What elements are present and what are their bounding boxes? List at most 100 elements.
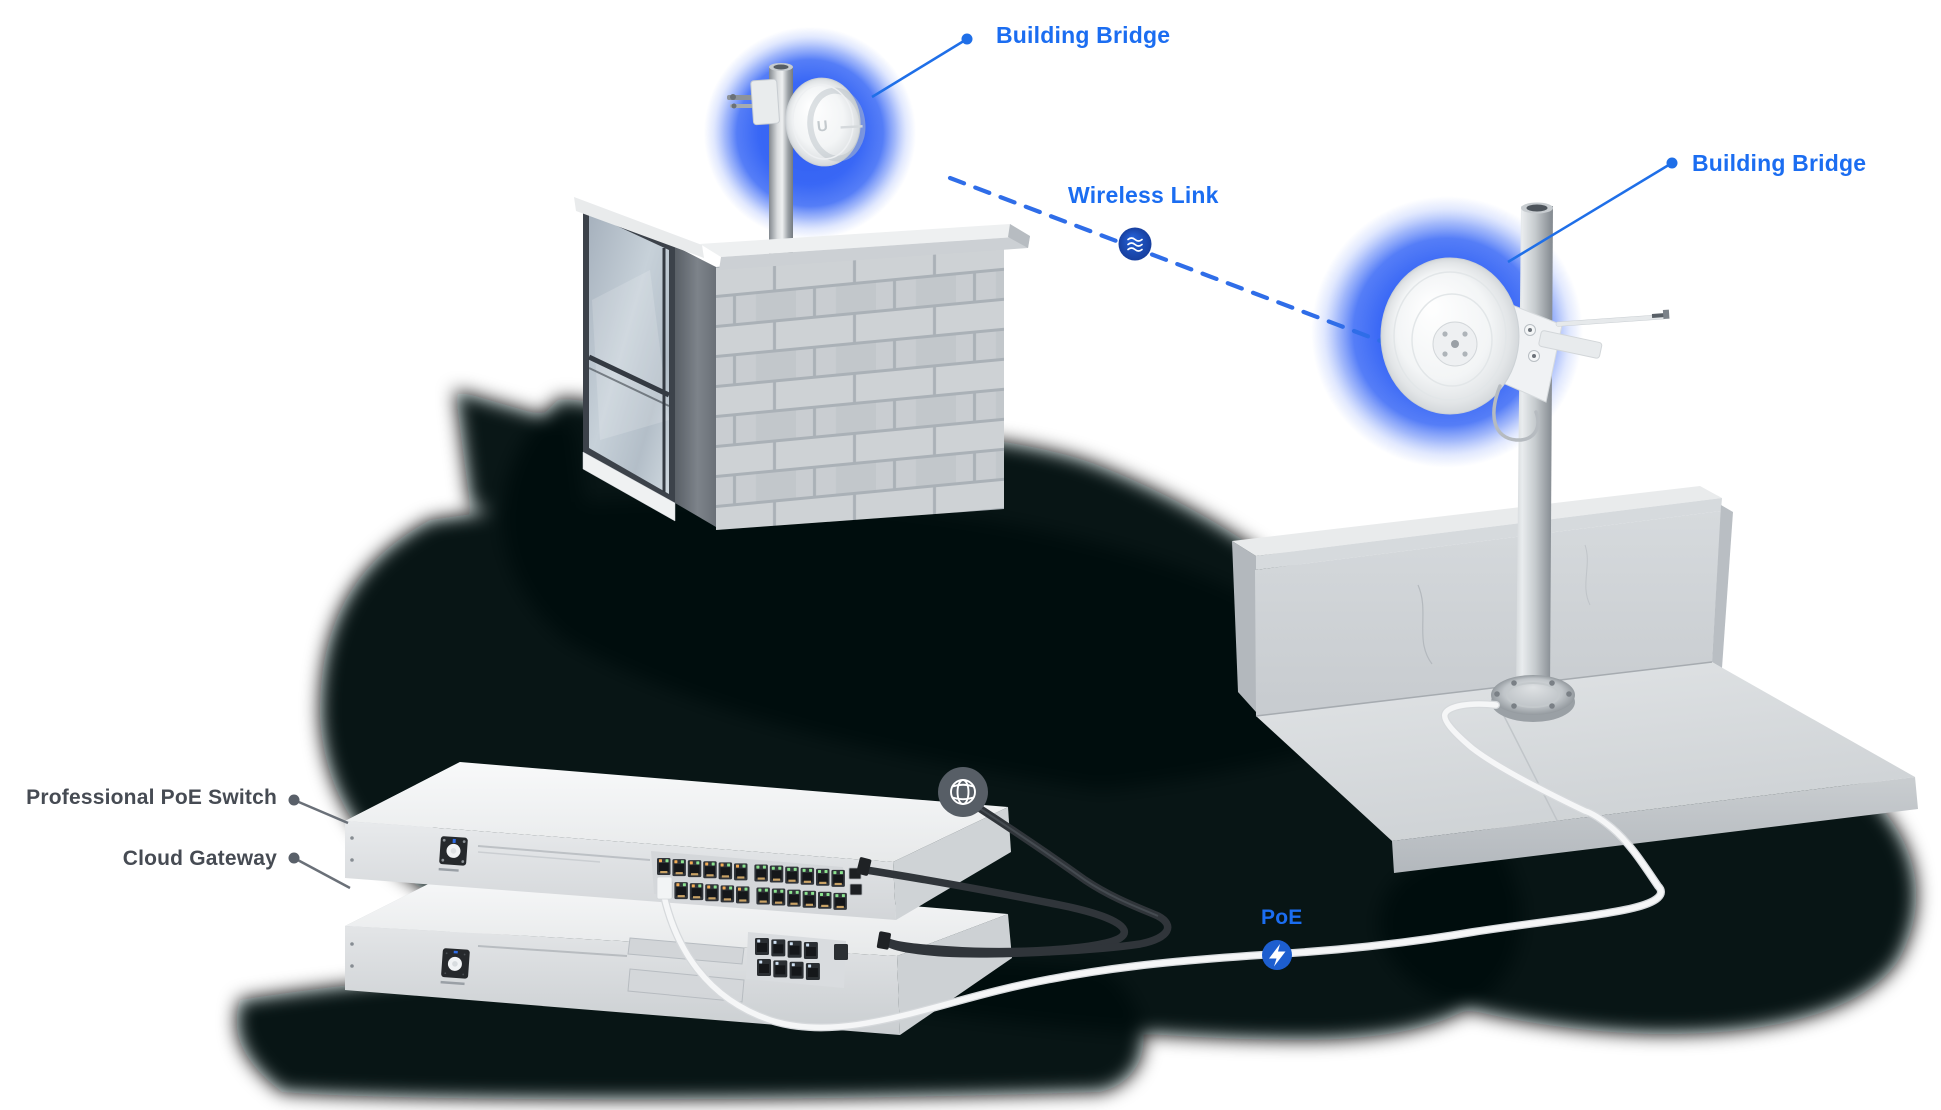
- rj45-port-opening: [705, 866, 715, 876]
- port-led: [756, 865, 760, 869]
- rj45-pins: [721, 875, 729, 878]
- leader-line: [293, 856, 351, 890]
- internet-badge: [938, 767, 988, 817]
- rj45-port-opening: [758, 892, 769, 902]
- device-stack: [345, 762, 1012, 1035]
- port-led: [674, 860, 678, 864]
- brick-wall: [716, 240, 1004, 530]
- port-led: [736, 864, 739, 868]
- rack-screw: [350, 964, 354, 968]
- switch-display-panel: [438, 836, 468, 872]
- parapet-coping-top: [1232, 486, 1722, 556]
- rj45-port-opening: [757, 943, 767, 952]
- poe-badge: [1262, 940, 1292, 970]
- cable-highlight: [975, 805, 1159, 917]
- rj45-port-opening: [791, 966, 802, 976]
- rj45-pins: [723, 898, 731, 901]
- port-led: [791, 963, 795, 967]
- parapet-left-end: [1232, 541, 1256, 712]
- port-led: [758, 888, 762, 892]
- rj45-port-opening: [835, 897, 846, 907]
- rj45-pins: [693, 896, 701, 899]
- bracket-arm: [1538, 330, 1603, 359]
- label-poe: PoE: [1261, 906, 1303, 929]
- port-led: [764, 888, 768, 892]
- rj45-port-opening: [658, 863, 669, 872]
- rj45-port-opening: [689, 865, 700, 875]
- leader-dot: [288, 852, 300, 864]
- roof-top: [1256, 662, 1915, 841]
- port-led: [809, 868, 813, 872]
- port-led: [789, 942, 793, 946]
- glass-sill: [582, 451, 676, 522]
- flange-bolt: [1549, 703, 1555, 709]
- rj45-port-opening: [676, 887, 687, 897]
- port-led: [806, 943, 810, 947]
- port-led: [720, 863, 724, 867]
- port-led: [773, 940, 777, 944]
- rj45-pins: [739, 899, 747, 902]
- hub-bolt: [1442, 351, 1448, 357]
- concrete-crack: [1584, 544, 1591, 606]
- label-wireless-link: Wireless Link: [1068, 182, 1219, 208]
- leader-line: [871, 37, 968, 99]
- switch-caption-bar: [438, 867, 459, 872]
- label-cloud-gateway: Cloud Gateway: [122, 847, 277, 870]
- rj45-port-opening: [802, 872, 813, 882]
- port-led: [722, 886, 726, 890]
- label-building-bridge-left: Building Bridge: [996, 22, 1171, 48]
- leader-lines: [288, 33, 1678, 890]
- left-antenna: U: [727, 63, 866, 258]
- port-led: [833, 871, 837, 875]
- gateway-right-face: [897, 914, 1012, 1035]
- port-led: [696, 861, 700, 865]
- port-led: [691, 884, 695, 888]
- port-led: [759, 960, 763, 964]
- switch-right-face: [893, 807, 1011, 920]
- rj45-port-opening: [735, 868, 746, 878]
- port-led: [804, 891, 808, 895]
- port-led: [793, 867, 797, 871]
- port-led: [824, 870, 828, 873]
- rj45-pins: [805, 903, 813, 906]
- rj45-pins: [708, 897, 716, 900]
- corner-column: [675, 246, 716, 527]
- rj45-port-opening: [789, 945, 800, 955]
- port-led: [738, 887, 741, 891]
- hub-bolt: [1442, 331, 1448, 337]
- gateway-vent: [477, 945, 628, 957]
- rj45-port-opening: [819, 896, 830, 906]
- rack-screw: [350, 836, 354, 840]
- rj45-port-opening: [722, 890, 733, 900]
- port-led: [780, 889, 784, 893]
- port-led: [787, 867, 791, 871]
- label-professional-poe-switch: Professional PoE Switch: [26, 786, 277, 809]
- flange-bolt: [1549, 680, 1555, 686]
- switch-vent: [477, 845, 651, 861]
- port-led: [835, 894, 839, 898]
- wireless-link-badge: [1118, 227, 1152, 261]
- parapet-coping-front: [1255, 498, 1722, 570]
- port-led: [818, 870, 821, 873]
- coping-top: [700, 224, 1030, 257]
- rj45-pins: [821, 904, 829, 907]
- mount-bolt: [730, 94, 736, 100]
- port-led: [711, 862, 715, 866]
- port-led: [808, 964, 812, 968]
- rj45-port-opening: [771, 870, 782, 880]
- brick-wall-shade: [716, 240, 1004, 530]
- rj45-pins: [737, 876, 745, 879]
- parapet-right-end: [1712, 505, 1733, 668]
- rj45-pins: [836, 905, 844, 909]
- flange-bolt: [1511, 703, 1517, 709]
- leader-line: [293, 798, 349, 825]
- dish-rear: [1380, 257, 1520, 415]
- port-led: [698, 884, 702, 888]
- port-led: [729, 886, 733, 890]
- glass-transom: [588, 367, 670, 407]
- port-led: [713, 885, 717, 889]
- rj45-port-opening: [804, 895, 815, 905]
- port-led: [727, 863, 731, 867]
